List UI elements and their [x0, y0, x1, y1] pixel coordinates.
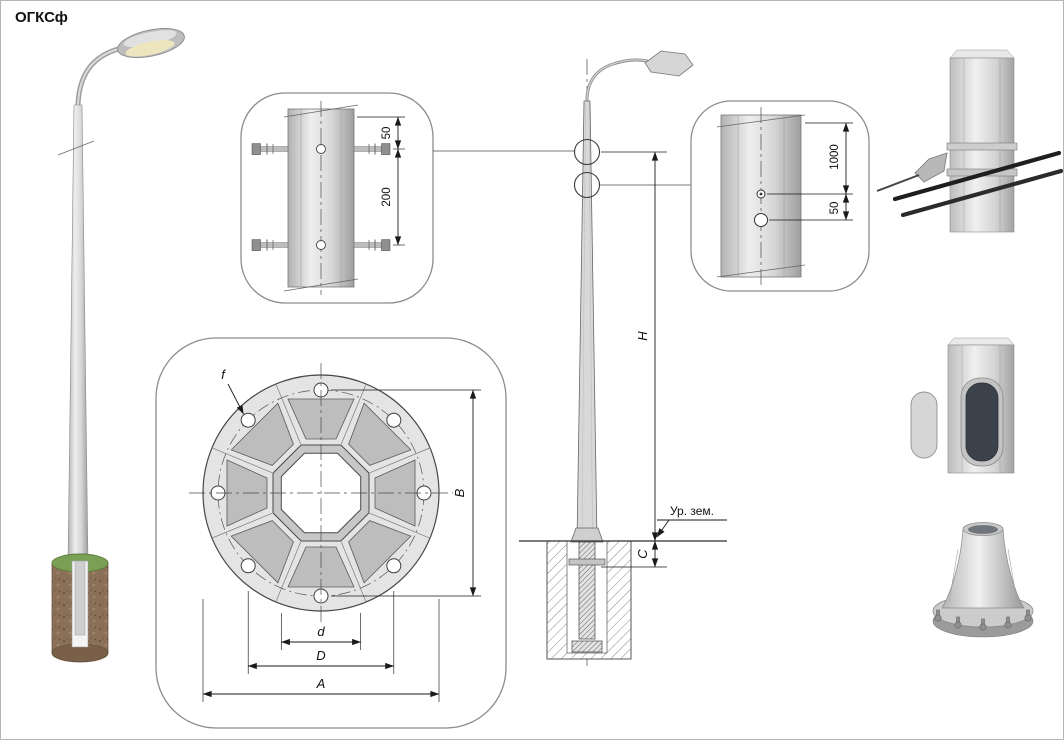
dim-label-B: B [452, 488, 467, 497]
bolt-holes [210, 382, 432, 604]
dim-label-d: d [317, 624, 325, 639]
lamp-arm [585, 58, 649, 106]
detail-callout-right: 1000 50 [690, 100, 870, 292]
foundation-section [546, 540, 632, 660]
dim-D: D [247, 591, 395, 674]
dim-B: B [331, 389, 481, 597]
band-clamp-upper [946, 142, 1018, 151]
dim-label-D: D [316, 648, 325, 663]
page-title: ОГКСф [15, 9, 68, 26]
detail-circle-lower [573, 171, 601, 199]
dim-value-200: 200 [381, 187, 393, 206]
dim-200: 200 [381, 148, 405, 246]
cone-shell [941, 528, 1025, 609]
dim-A: A [202, 599, 440, 702]
ground-level-label: Ур. зем. [656, 504, 727, 538]
dim-d: d [280, 613, 362, 650]
dim-value-50: 50 [829, 202, 841, 215]
tension-clamp [914, 152, 948, 183]
cable-2 [900, 168, 1063, 218]
lamp-head [117, 28, 185, 58]
render-cable-clamp [876, 49, 1063, 233]
break-mark [57, 140, 95, 156]
door-opening [965, 382, 999, 462]
door-cover-plate [910, 391, 938, 459]
render-base-flange [932, 522, 1034, 638]
dim-value-50: 50 [381, 127, 393, 140]
dim-label-A: A [316, 676, 326, 691]
foundation-3d [51, 553, 109, 663]
dim-value-1000: 1000 [829, 144, 841, 170]
dim-label-H: H [635, 331, 650, 341]
pole-shaft [67, 104, 89, 564]
dim-f: f [221, 367, 244, 415]
dim-50-top: 50 [357, 116, 405, 150]
ground-label-text: Ур. зем. [670, 504, 714, 518]
wiring-hole [754, 213, 768, 227]
dim-C: C [601, 540, 667, 568]
cable-thin [876, 174, 920, 192]
anchor-bolts [934, 609, 1032, 631]
pole-body [576, 100, 598, 542]
pole-3d-render [51, 28, 185, 663]
dim-label-f: f [221, 367, 226, 382]
clamp-bolt-pair [251, 143, 391, 155]
dim-H: H [601, 151, 667, 542]
detail-circle-upper [573, 138, 601, 166]
flange-seams [212, 384, 430, 602]
lamp-head [644, 50, 694, 77]
dim-50-right: 50 [769, 193, 853, 221]
pole-elevation: H C Ур. зем. [433, 50, 727, 666]
cable-1 [892, 150, 1062, 202]
embedded-pole-section [578, 541, 596, 640]
render-access-door [910, 337, 1015, 474]
detail-callout-top: 50 200 [240, 92, 434, 304]
base-collar [570, 527, 604, 543]
flange-plan-callout: f B d D A [155, 337, 507, 729]
dim-label-C: C [635, 549, 650, 559]
dim-1000: 1000 [767, 122, 853, 195]
base-flange-plate [568, 558, 606, 566]
